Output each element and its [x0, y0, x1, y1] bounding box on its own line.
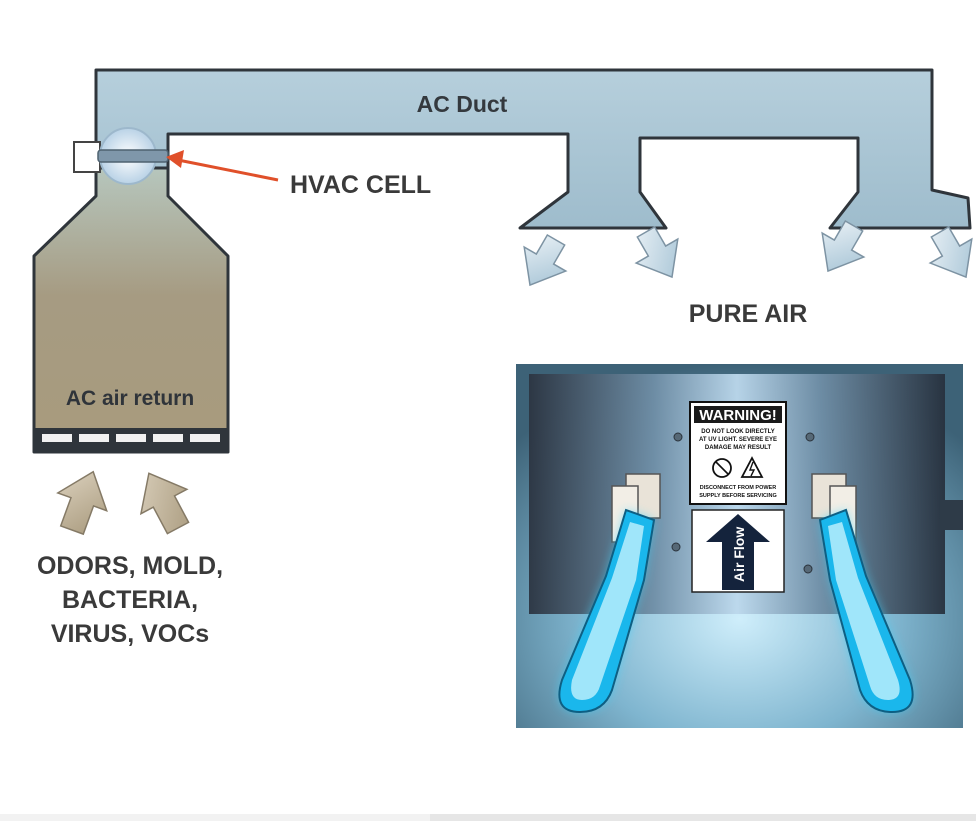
- ac-duct: [94, 68, 972, 230]
- uv-lamp-right: [818, 508, 914, 714]
- pure-air-arrows: [523, 219, 973, 287]
- plate-screws: [671, 432, 815, 574]
- warning-line-5: SUPPLY BEFORE SERVICING: [699, 493, 777, 499]
- contaminant-arrow: [139, 472, 190, 535]
- contaminant-arrow: [56, 470, 108, 536]
- hvac-cell-label: HVAC CELL: [290, 171, 431, 199]
- pure-air-label: PURE AIR: [689, 300, 808, 328]
- warning-line-4: DISCONNECT FROM POWER: [700, 485, 776, 491]
- hvac-cell: [73, 127, 169, 185]
- warning-line-2: AT UV LIGHT. SEVERE EYE: [699, 437, 777, 443]
- footer-strip-right: [430, 814, 976, 821]
- air-return-label: AC air return: [66, 387, 194, 410]
- pure-air-arrow: [634, 225, 679, 279]
- high-voltage-icon: [740, 456, 764, 478]
- contaminants-line-1: ODORS, MOLD,: [37, 552, 223, 580]
- uv-lamp-photo: WARNING! DO NOT LOOK DIRECTLY AT UV LIGH…: [516, 364, 963, 728]
- return-grille: [42, 434, 220, 442]
- airflow-arrow-icon: [706, 514, 770, 590]
- warning-line-1: DO NOT LOOK DIRECTLY: [701, 429, 774, 435]
- pure-air-arrow: [821, 219, 866, 273]
- footer-strip-left: [0, 814, 430, 821]
- warning-label: WARNING! DO NOT LOOK DIRECTLY AT UV LIGH…: [689, 401, 787, 505]
- duct-label: AC Duct: [417, 91, 508, 117]
- no-eye-icon: [712, 458, 732, 478]
- contaminant-arrows: [56, 470, 190, 536]
- airflow-label: Air Flow: [691, 509, 785, 593]
- contaminants-line-2: BACTERIA,: [62, 586, 198, 614]
- warning-line-3: DAMAGE MAY RESULT: [705, 445, 772, 451]
- airflow-text: Air Flow: [731, 527, 747, 582]
- hvac-pointer-arrow: [166, 150, 279, 182]
- pure-air-arrow: [928, 225, 973, 279]
- warning-title: WARNING!: [699, 407, 777, 424]
- uv-lamp-left: [558, 508, 656, 714]
- contaminants-line-3: VIRUS, VOCs: [51, 620, 209, 648]
- pure-air-arrow: [523, 233, 568, 287]
- ac-air-return: [32, 166, 230, 454]
